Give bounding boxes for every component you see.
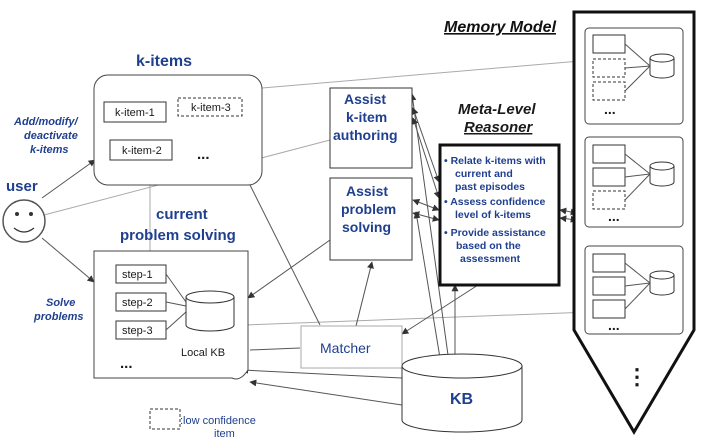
reasoner-bullet-2-line2: level of k-items [455, 209, 531, 221]
meta-reasoner-group: Meta-Level Reasoner • Relate k-items wit… [438, 101, 561, 287]
user-label: user [6, 178, 38, 195]
k-item-2-label: k-item-2 [122, 145, 162, 157]
authoring-reasoner-arrow-a [411, 107, 441, 183]
k-items-title: k-items [136, 53, 192, 70]
step-3-label: step-3 [122, 325, 153, 337]
add-modify-label-1: Add/modify/ [13, 116, 79, 128]
assist-authoring-box [329, 87, 413, 169]
memory-vertical-dots: ⋮ [626, 364, 648, 389]
k-item-2-box [109, 139, 173, 161]
matcher-group: Matcher [300, 325, 403, 369]
kitems-to-memory-line [261, 59, 593, 89]
assist-solving-group: Assist problem solving [329, 177, 413, 261]
k-item-1-label: k-item-1 [115, 107, 155, 119]
user-to-problem-arrow [41, 237, 95, 283]
local-kb-label: Local KB [181, 347, 225, 359]
memory-episode-3: ... [584, 245, 684, 335]
k-item-1-box [103, 101, 167, 123]
current-title-line2: problem solving [120, 227, 236, 244]
memory-episode-2-dots: ... [608, 208, 620, 224]
user-face-icon [2, 199, 46, 243]
problem-solving-group: current problem solving step-1 step-2 st… [93, 206, 249, 380]
memory-model: Memory Model ... ... [444, 10, 696, 435]
reasoner-bullet-3-line2: based on the [456, 240, 521, 252]
reasoner-bullet-1-line1: • Relate k-items with [444, 155, 546, 167]
k-item-3-box [177, 97, 243, 117]
k-items-container [93, 74, 263, 186]
matcher-label: Matcher [320, 340, 371, 356]
kitems-to-matcher-line [249, 184, 321, 326]
user-to-kitems-arrow [41, 159, 96, 199]
meta-reasoner-title-2: Reasoner [464, 119, 534, 136]
step-2-label: step-2 [122, 297, 153, 309]
kb-to-solving-arrow [413, 211, 441, 359]
memory-model-title: Memory Model [444, 19, 557, 36]
matcher-box [300, 325, 403, 369]
reasoner-bullet-3-line3: assessment [460, 253, 521, 265]
current-title-line1: current [156, 206, 208, 223]
memory-episode-1: ... [584, 27, 684, 125]
steps-more: ... [120, 355, 133, 372]
reasoner-bullet-3-line1: • Provide assistance [444, 227, 546, 239]
matcher-to-solving-arrow [354, 261, 374, 331]
reasoner-bullet-2-line1: • Assess confidence [444, 196, 545, 208]
meta-reasoner-box [438, 143, 561, 287]
kb-to-problem-arrow [241, 366, 403, 379]
assist-authoring-line1: Assist [344, 91, 386, 107]
assist-authoring-line3: authoring [333, 127, 398, 143]
meta-reasoner-title-1: Meta-Level [458, 101, 536, 118]
kb-to-legend-arrow [249, 379, 403, 406]
k-items-group: k-items k-item-1 k-item-3 k-item-2 ... [93, 53, 263, 186]
solve-label-2: problems [33, 311, 84, 323]
add-modify-label-2: deactivate [24, 130, 78, 142]
matcher-to-problem-line [249, 347, 301, 351]
legend: :low confidence item [149, 408, 256, 440]
reasoner-bullet-1-line3: past episodes [455, 181, 525, 193]
k-item-3-label: k-item-3 [191, 102, 231, 114]
solving-reasoner-arrow-a [412, 198, 440, 212]
assist-solving-line2: problem [341, 201, 396, 217]
authoring-reasoner-arrow-b [411, 117, 441, 199]
solving-reasoner-arrow-b [412, 211, 440, 222]
user-figure: user [2, 178, 46, 243]
local-kb-cylinder [185, 297, 235, 332]
assist-authoring-line2: k-item [346, 109, 387, 125]
memory-episode-2: ... [584, 136, 684, 228]
kb-label: KB [450, 391, 473, 408]
k-items-more: ... [197, 146, 210, 163]
assist-solving-line3: solving [342, 219, 391, 235]
solve-label-1: Solve [46, 297, 75, 309]
kb-cylinder [401, 366, 523, 433]
add-modify-label-3: k-items [30, 144, 69, 156]
assist-authoring-group: Assist k-item authoring [329, 87, 413, 169]
assist-solving-box [329, 177, 413, 261]
memory-episode-1-dots: ... [604, 101, 616, 117]
solving-to-problem-arrow [247, 239, 331, 299]
legend-text-2: item [214, 428, 235, 440]
memory-episode-3-dots: ... [608, 317, 620, 333]
reasoner-bullet-1-line2: current and [455, 168, 513, 180]
legend-text-1: :low confidence [180, 415, 256, 427]
step-1-label: step-1 [122, 269, 153, 281]
legend-dashed-swatch [149, 408, 181, 430]
assist-solving-line1: Assist [346, 183, 388, 199]
kb-group: KB [401, 353, 523, 433]
reasoner-to-matcher-arrow [401, 284, 479, 335]
